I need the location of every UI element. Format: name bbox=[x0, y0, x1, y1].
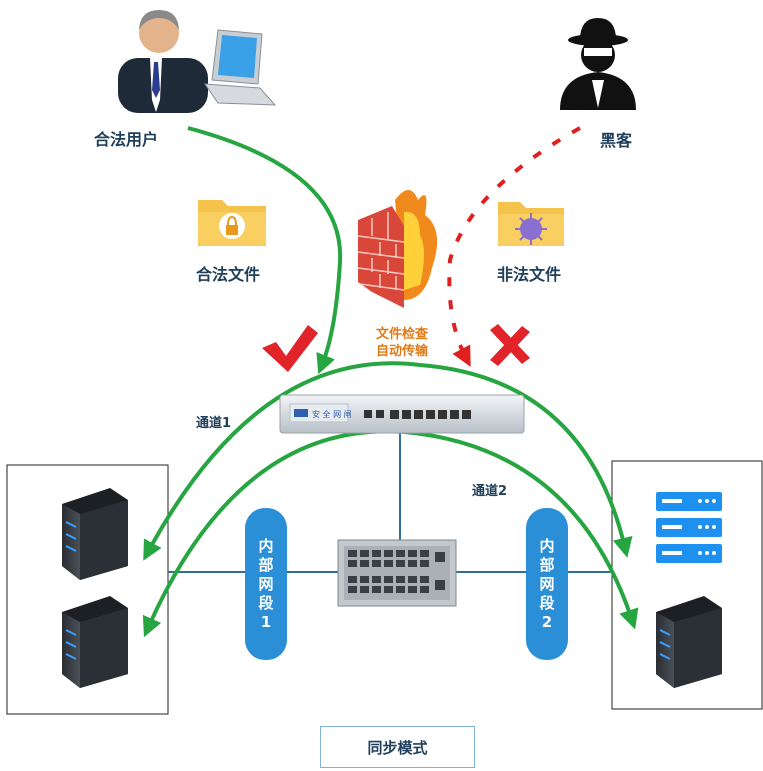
internal-segment-2-pill: 内 部 网 段 2 bbox=[526, 508, 568, 660]
segment1-char: 网 bbox=[258, 574, 274, 593]
legit-flow-arrow bbox=[187, 126, 343, 375]
user-laptop-icon bbox=[118, 10, 277, 113]
inspection-label: 文件检查 bbox=[375, 327, 428, 342]
server-rack-icon-left-top bbox=[62, 488, 128, 580]
server-rack-icon-left-bottom bbox=[62, 596, 128, 688]
legit-user-label: 合法用户 bbox=[94, 130, 159, 149]
inspection-caption: 文件检查 自动传输 bbox=[360, 326, 444, 360]
segment2-char: 网 bbox=[539, 574, 555, 593]
switch-icon bbox=[337, 539, 457, 607]
illegal-file-label: 非法文件 bbox=[497, 265, 562, 284]
gateway-device-icon: 安 全 网 闸 bbox=[279, 394, 525, 434]
hacker-icon bbox=[560, 18, 636, 110]
channel1-label: 通道1 bbox=[196, 416, 232, 431]
auto-transfer-label: 自动传输 bbox=[375, 344, 428, 359]
channel1-arc bbox=[143, 361, 633, 561]
segment2-char: 段 bbox=[539, 593, 555, 612]
segment1-char: 部 bbox=[258, 555, 274, 574]
segment1-char: 段 bbox=[258, 593, 274, 612]
cross-icon bbox=[490, 324, 530, 366]
mode-label-box: 同步模式 bbox=[320, 726, 475, 768]
segment1-char: 内 bbox=[258, 536, 274, 555]
firewall-icon bbox=[357, 190, 438, 308]
channel2-label: 通道2 bbox=[472, 484, 508, 499]
server-list-icon bbox=[656, 492, 722, 563]
internal-segment-1-pill: 内 部 网 段 1 bbox=[245, 508, 287, 660]
legit-file-label: 合法文件 bbox=[196, 265, 261, 284]
segment2-char: 2 bbox=[541, 612, 553, 631]
virus-folder-icon bbox=[498, 202, 564, 246]
svg-text:安 全 网 闸: 安 全 网 闸 bbox=[312, 409, 352, 419]
segment2-char: 部 bbox=[539, 555, 555, 574]
lock-folder-icon bbox=[198, 200, 266, 246]
server-rack-icon-right bbox=[656, 596, 722, 688]
segment2-char: 内 bbox=[539, 536, 555, 555]
hacker-flow-arrow bbox=[447, 126, 581, 367]
segment1-char: 1 bbox=[260, 612, 272, 631]
check-icon bbox=[262, 325, 318, 372]
hacker-label: 黑客 bbox=[600, 131, 633, 150]
mode-label: 同步模式 bbox=[367, 738, 428, 757]
